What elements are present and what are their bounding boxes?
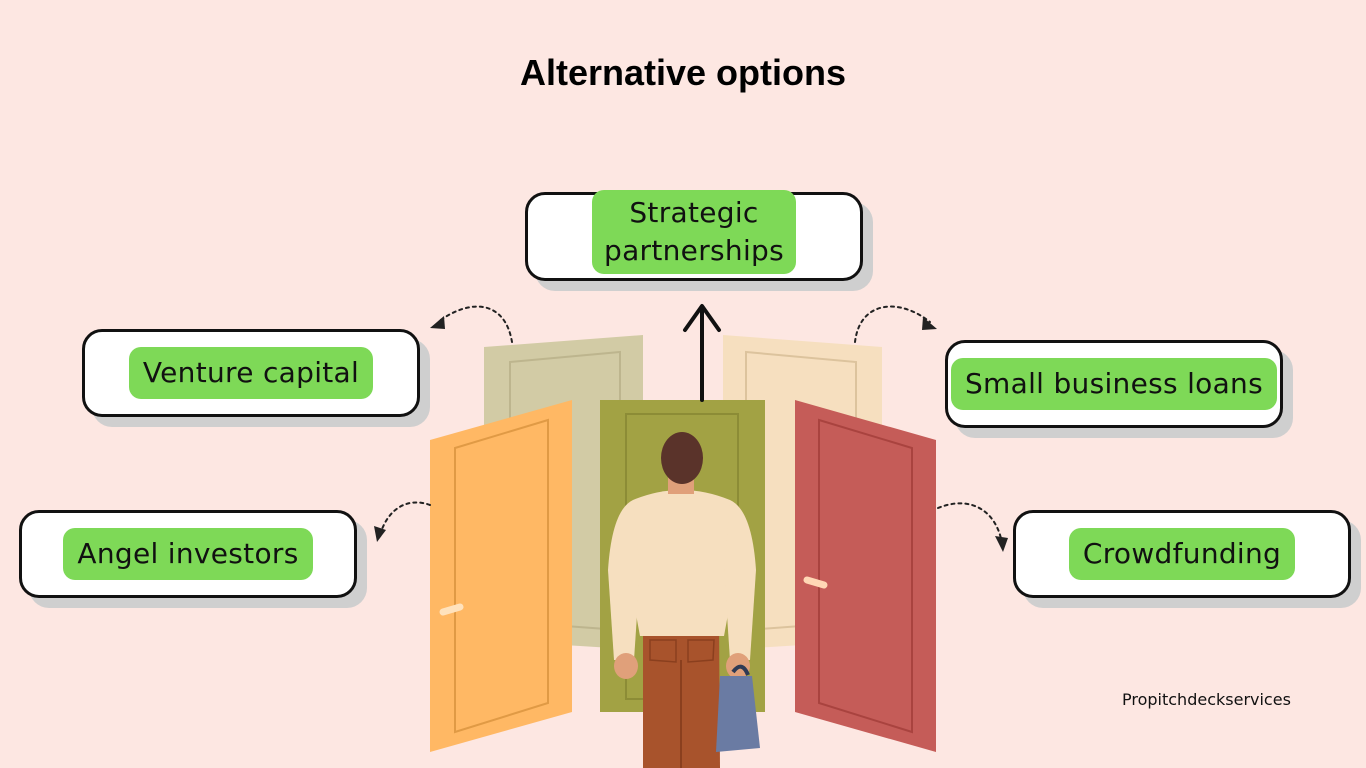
arrowhead-crowdfunding: [995, 536, 1008, 552]
crowdfunding-label: Crowdfunding: [1068, 528, 1296, 580]
strategic-partnerships-label: Strategic partnerships: [592, 189, 796, 274]
orange-door: [430, 400, 572, 752]
curved-arrow-venture: [437, 305, 513, 343]
strategic-partnerships-card: Strategic partnerships: [525, 189, 863, 281]
back-right-door: [723, 335, 882, 650]
curved-arrow-crowdfunding: [937, 502, 1003, 544]
person-figure: [608, 432, 760, 768]
red-door: [795, 400, 936, 752]
angel-investors-label: Angel investors: [63, 528, 313, 580]
page-title: Alternative options: [519, 52, 847, 93]
curved-arrow-angel: [379, 501, 431, 536]
curved-arrow-small-business: [854, 305, 931, 343]
up-arrow: [683, 304, 721, 402]
angel-investors-card: Angel investors: [19, 510, 357, 598]
crowdfunding-card: Crowdfunding: [1013, 510, 1351, 598]
small-business-loans-label: Small business loans: [950, 358, 1277, 410]
venture-capital-label: Venture capital: [128, 347, 374, 399]
venture-capital-card: Venture capital: [82, 329, 420, 417]
brand-text: Propitchdeckservices: [1122, 690, 1291, 709]
arrowhead-venture: [430, 316, 445, 329]
middle-door: [600, 400, 765, 712]
arrowhead-small-business: [922, 317, 937, 330]
back-left-door: [484, 335, 643, 650]
small-business-loans-card: Small business loans: [945, 340, 1283, 428]
arrowhead-angel: [374, 526, 386, 542]
